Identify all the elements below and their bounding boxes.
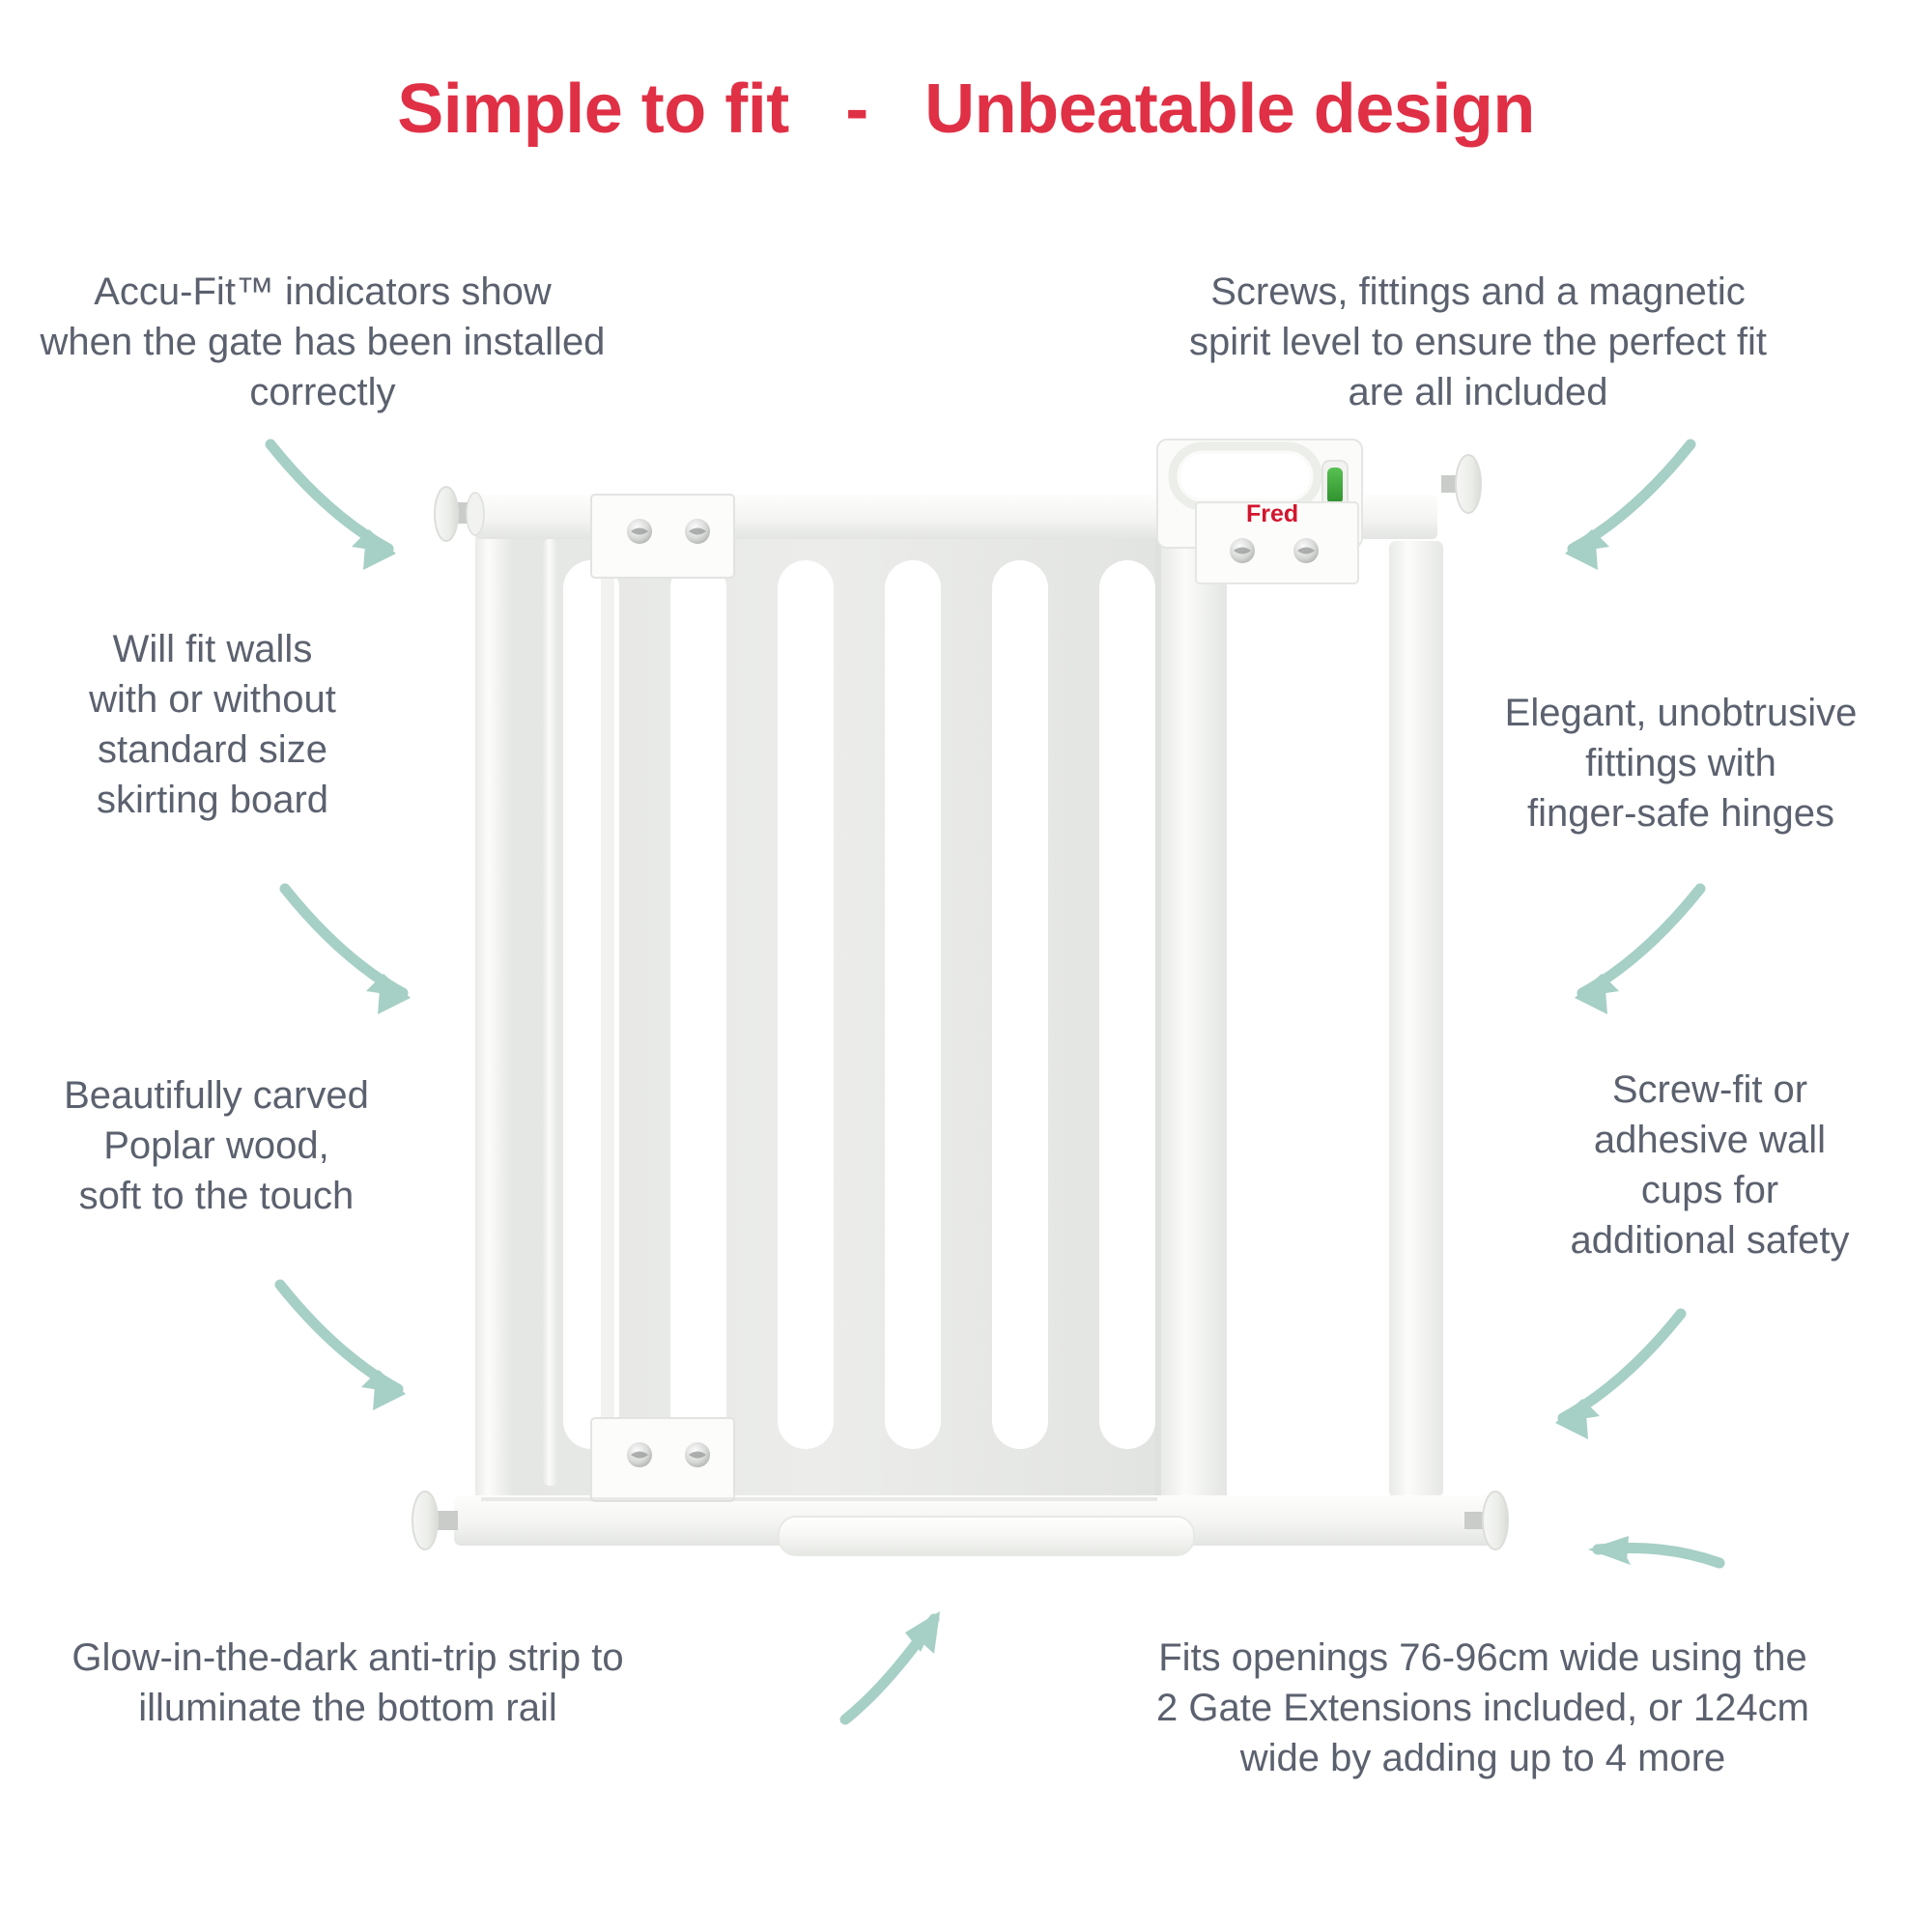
arrow-icon-glow <box>826 1604 980 1739</box>
gate-door-panel <box>481 512 1157 1503</box>
callout-accufit: Accu-Fit™ indicators show when the gate … <box>40 270 606 413</box>
arrow-icon-accufit <box>251 425 425 580</box>
callout-wall-fit: Will fit walls with or without standard … <box>89 628 336 821</box>
glow-in-the-dark-anti-trip-strip <box>778 1516 1195 1556</box>
gate-right-post <box>1389 541 1443 1497</box>
hinge-bracket-bottom-left <box>590 1417 735 1502</box>
wall-cup-top-right <box>1441 454 1482 514</box>
callout-glow-strip: Glow-in-the-dark anti-trip strip to illu… <box>71 1636 624 1729</box>
callout-poplar-wood: Beautifully carved Poplar wood, soft to … <box>64 1074 369 1217</box>
wall-cup-bottom-right <box>1464 1491 1509 1550</box>
page-title: Simple to fit - Unbeatable design <box>397 71 1535 148</box>
wall-cup-top-left <box>434 486 485 542</box>
gate-extension-panel <box>1155 512 1227 1503</box>
wall-cup-bottom-left <box>412 1491 458 1550</box>
callout-elegant-fittings: Elegant, unobtrusive fittings with finge… <box>1504 692 1858 835</box>
callout-screw-fit-wall-cups: Screw-fit or adhesive wall cups for addi… <box>1570 1068 1850 1262</box>
arrow-icon-wall-fit <box>266 869 440 1024</box>
callout-screws-fittings: Screws, fittings and a magnetic spirit l… <box>1188 270 1768 413</box>
gate-handle-assembly: Fred <box>1156 439 1363 584</box>
arrow-icon-screws <box>1536 425 1710 580</box>
arrow-icon-screw-fit <box>1526 1294 1700 1449</box>
hinge-bracket-top-left <box>590 494 735 579</box>
arrow-icon-elegant <box>1546 869 1719 1024</box>
arrow-icon-poplar <box>261 1265 435 1420</box>
gate-left-frame <box>475 533 614 1501</box>
brand-logo-fred: Fred <box>1246 500 1298 527</box>
spirit-level-indicator <box>1327 468 1343 504</box>
arrow-icon-fits-openings <box>1555 1507 1729 1623</box>
callout-fits-openings: Fits openings 76-96cm wide using the 2 G… <box>1156 1636 1809 1779</box>
